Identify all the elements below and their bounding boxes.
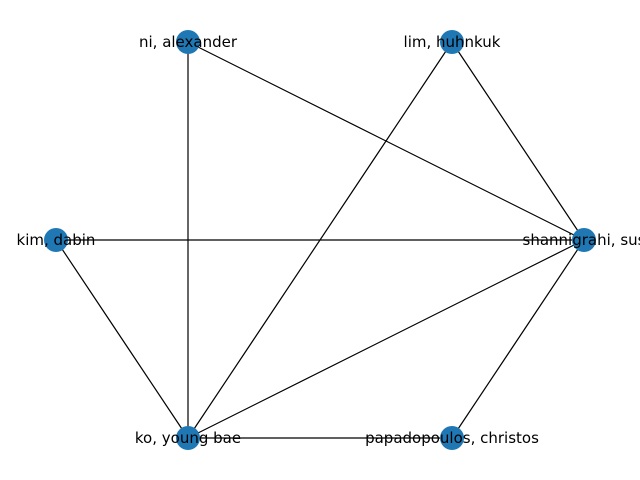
edges-layer bbox=[55, 41, 585, 439]
node-ni[interactable] bbox=[176, 30, 200, 54]
labels-layer: ni, alexander lim, huhnkuk kim, dabin shann… bbox=[17, 33, 640, 447]
node-shannigrahi[interactable] bbox=[572, 228, 596, 252]
edge-shannigrahi-papadopoulos bbox=[451, 239, 585, 439]
node-label-kim: kim, dabin bbox=[17, 231, 96, 249]
node-lim[interactable] bbox=[440, 30, 464, 54]
edge-lim-shannigrahi bbox=[451, 41, 585, 241]
node-label-shannigrahi: shannigrahi, sus bbox=[523, 231, 640, 249]
node-kim[interactable] bbox=[44, 228, 68, 252]
nodes-layer bbox=[44, 30, 596, 450]
edge-ko-shannigrahi bbox=[187, 239, 585, 439]
node-papadopoulos[interactable] bbox=[440, 426, 464, 450]
node-label-papadopoulos: papadopoulos, christos bbox=[365, 429, 539, 447]
node-label-ko: ko, young bae bbox=[135, 429, 241, 447]
edge-kim-ko bbox=[55, 239, 189, 439]
node-ko[interactable] bbox=[176, 426, 200, 450]
node-label-lim: lim, huhnkuk bbox=[404, 33, 501, 51]
node-label-ni: ni, alexander bbox=[139, 33, 238, 51]
